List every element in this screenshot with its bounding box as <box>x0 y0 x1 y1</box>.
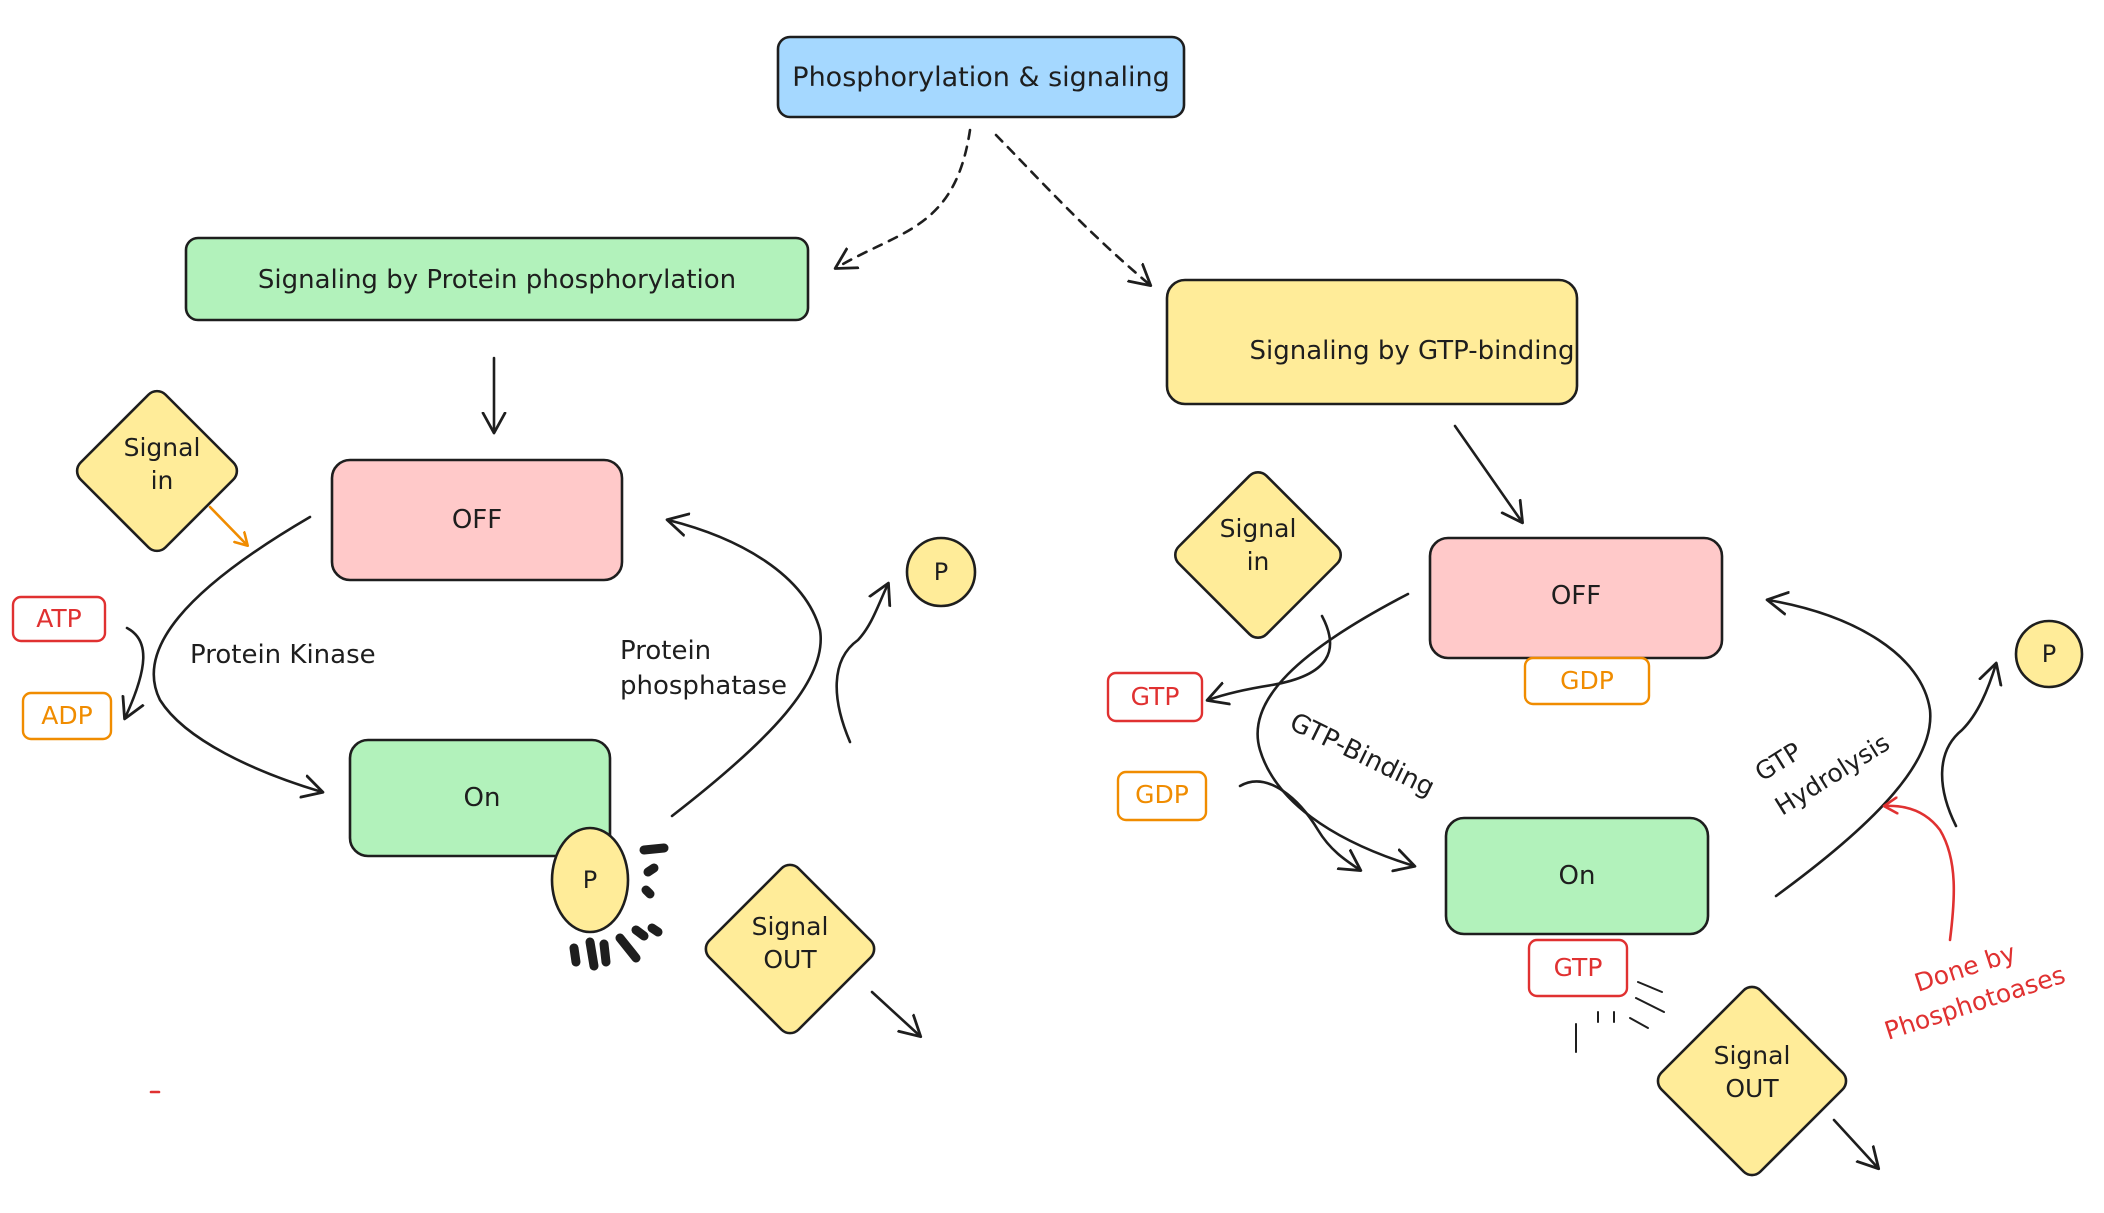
left-free-phosphate[interactable]: P <box>905 536 977 608</box>
left-free-phosphate-text: P <box>934 558 948 586</box>
edge-left-signal-out <box>870 990 920 1036</box>
right-on-box <box>1444 816 1710 936</box>
edge-right-phosphate-release <box>1940 664 1996 828</box>
right-binding-label: GTP-Binding <box>1285 707 1439 803</box>
edge-left-phosphate-release <box>835 584 888 744</box>
right-off-text: OFF <box>1551 581 1601 611</box>
right-signal-in-line2: in <box>1247 547 1270 576</box>
right-header-text: Signaling by GTP-binding <box>1250 336 1575 366</box>
left-bound-phosphate-text: P <box>583 866 597 894</box>
left-kinase-label: Protein Kinase <box>190 640 376 670</box>
right-free-phosphate[interactable]: P <box>2014 619 2084 689</box>
left-atp-tag[interactable]: ATP <box>11 595 107 643</box>
right-signal-out-line2: OUT <box>1725 1074 1779 1103</box>
edge-phosphatase-on-to-off <box>668 520 823 818</box>
right-signal-in-line1: Signal <box>1220 514 1297 543</box>
title-node[interactable]: Phosphorylation & signaling <box>776 35 1186 119</box>
right-gtp-bound-tag[interactable]: GTP <box>1527 938 1629 998</box>
right-gdp-bound-box <box>1523 656 1651 706</box>
right-gtp-free-text: GTP <box>1131 682 1180 711</box>
left-header-node[interactable]: Signaling by Protein phosphorylation <box>184 236 810 322</box>
right-gtp-emanation-lines <box>1575 981 1665 1053</box>
left-atp-box <box>11 595 107 643</box>
right-gdp-free-tag[interactable]: GDP <box>1116 770 1208 822</box>
edge-right-note-arrow <box>1885 806 1956 942</box>
edge-right-signal-in-squiggle <box>1208 614 1332 700</box>
left-atp-text: ATP <box>36 604 82 633</box>
left-phosphatase-label-line1: Protein <box>620 636 711 666</box>
right-gtp-bound-box <box>1527 938 1629 998</box>
title-box <box>776 35 1186 119</box>
right-gtp-bound-text: GTP <box>1554 953 1603 982</box>
left-adp-text: ADP <box>41 701 92 730</box>
left-bound-phosphate[interactable]: P <box>550 826 630 934</box>
left-on-text: On <box>464 783 501 813</box>
left-signal-in-line1: Signal <box>124 433 201 462</box>
right-gtp-free-tag[interactable]: GTP <box>1106 671 1204 723</box>
left-off-node[interactable]: OFF <box>330 458 624 582</box>
edge-right-gdp-release <box>1238 780 1360 870</box>
edge-title-to-left <box>836 128 972 268</box>
left-on-node[interactable]: On <box>348 738 612 858</box>
right-gdp-free-text: GDP <box>1135 780 1189 809</box>
left-signal-out-line1: Signal <box>752 912 829 941</box>
right-header-box <box>1165 278 1579 406</box>
left-phosphate-marks <box>569 843 669 971</box>
right-on-text: On <box>1559 861 1596 891</box>
right-gdp-bound-text: GDP <box>1560 666 1614 695</box>
left-adp-tag[interactable]: ADP <box>21 691 113 741</box>
left-on-box <box>348 738 612 858</box>
edge-right-signal-out <box>1832 1118 1878 1168</box>
left-signal-out-line2: OUT <box>763 945 817 974</box>
left-signal-in-line2: in <box>151 466 174 495</box>
right-on-node[interactable]: On <box>1444 816 1710 936</box>
right-gtp-free-box <box>1106 671 1204 723</box>
edge-kinase-off-to-on <box>152 515 322 792</box>
left-signal-out-node[interactable]: Signal OUT <box>701 860 879 1038</box>
left-header-text: Signaling by Protein phosphorylation <box>258 265 736 295</box>
left-off-text: OFF <box>452 505 502 535</box>
left-phosphatase-label-line2: phosphatase <box>620 671 787 701</box>
right-signal-in-node[interactable]: Signal in <box>1170 467 1345 642</box>
left-off-box <box>330 458 624 582</box>
right-signal-out-diamond <box>1656 985 1848 1177</box>
right-gdp-bound-tag[interactable]: GDP <box>1523 656 1651 706</box>
edge-left-signal-in-to-kinase <box>208 505 247 545</box>
right-free-phosphate-circle <box>2014 619 2084 689</box>
edge-gtp-binding-off-to-on <box>1256 592 1414 866</box>
left-header-box <box>184 236 810 322</box>
left-signal-in-diamond <box>75 389 239 553</box>
edge-title-to-right <box>994 133 1150 285</box>
left-free-phosphate-circle <box>905 536 977 608</box>
right-signal-out-node[interactable]: Signal OUT <box>1653 982 1851 1180</box>
edge-atp-to-adp <box>125 626 145 718</box>
right-signal-out-line1: Signal <box>1714 1041 1791 1070</box>
right-off-node[interactable]: OFF <box>1428 536 1724 660</box>
left-signal-out-diamond <box>704 863 876 1035</box>
right-signal-in-diamond <box>1173 470 1343 640</box>
right-header-node[interactable]: Signaling by GTP-binding <box>1165 278 1579 406</box>
title-text: Phosphorylation & signaling <box>792 62 1169 93</box>
left-bound-phosphate-circle <box>550 826 630 934</box>
right-gdp-free-box <box>1116 770 1208 822</box>
left-adp-box <box>21 691 113 741</box>
right-free-phosphate-text: P <box>2042 640 2056 668</box>
left-signal-in-node[interactable]: Signal in <box>72 386 242 556</box>
edge-hydrolysis-on-to-off <box>1768 600 1932 898</box>
edge-right-header-to-off <box>1453 424 1522 522</box>
